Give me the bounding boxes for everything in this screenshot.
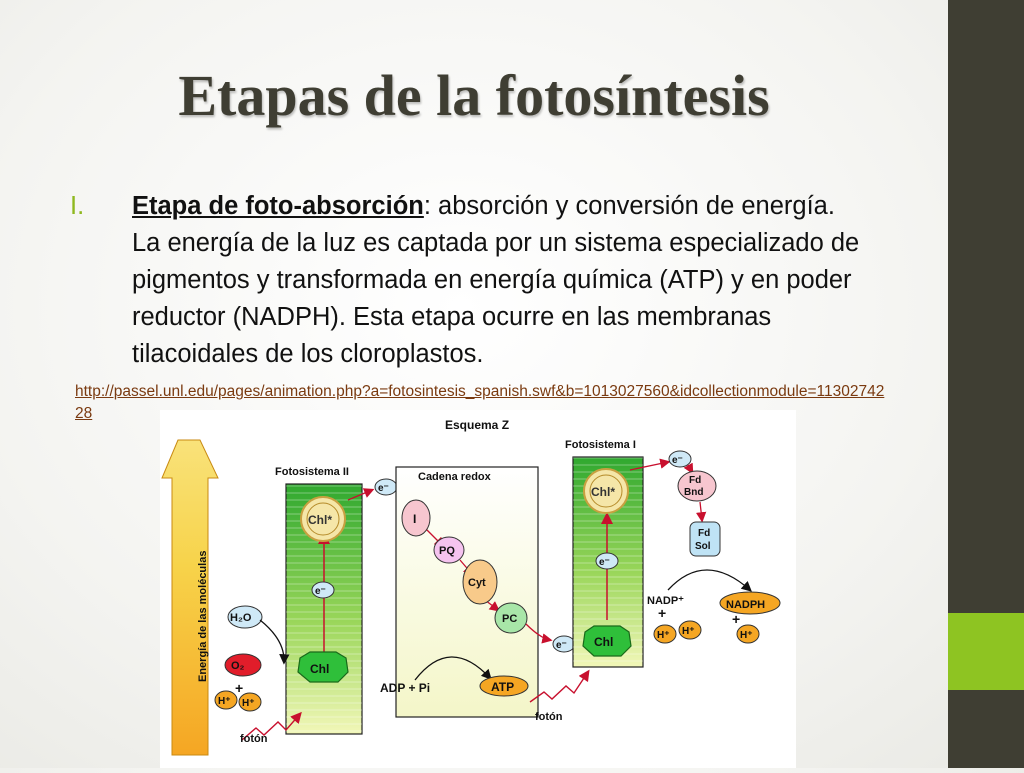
- plus-sign-right: +: [658, 605, 666, 621]
- plus-sign-nadph: +: [732, 611, 740, 627]
- ps1-chl: Chl: [582, 625, 632, 657]
- photosystem-ii: [285, 483, 363, 735]
- svg-text:ATP: ATP: [491, 680, 514, 694]
- z-scheme-svg: Esquema Z Energía de las moléculas Fotos…: [161, 418, 781, 756]
- reference-link[interactable]: http://passel.unl.edu/pages/animation.ph…: [75, 383, 885, 422]
- slide-title: Etapas de la fotosíntesis: [178, 63, 770, 128]
- sidebar-accent: [948, 613, 1024, 690]
- ps1-label: Fotosistema I: [565, 439, 636, 451]
- electron-ps1-out: e⁻: [668, 450, 692, 468]
- svg-text:e⁻: e⁻: [378, 483, 389, 494]
- h2o-badge: H₂O: [227, 605, 263, 629]
- photon-label-ps2: fotón: [240, 733, 268, 745]
- svg-text:e⁻: e⁻: [556, 640, 567, 651]
- bullet-item: I. Etapa de foto-absorción: absorción y …: [70, 188, 860, 373]
- svg-text:Bnd: Bnd: [684, 487, 703, 498]
- h-plus-nadph: H⁺: [736, 624, 760, 644]
- bullet-body: Etapa de foto-absorción: absorción y con…: [132, 188, 860, 373]
- svg-text:H⁺: H⁺: [740, 630, 753, 641]
- svg-text:Chl: Chl: [594, 635, 613, 649]
- electron-ps2-out: e⁻: [374, 478, 398, 496]
- svg-text:e⁻: e⁻: [672, 455, 683, 466]
- bullet-text: : absorción y conversión de energía. La …: [132, 192, 860, 368]
- svg-text:Sol: Sol: [695, 541, 711, 552]
- svg-text:e⁻: e⁻: [315, 586, 326, 597]
- svg-text:Fd: Fd: [698, 528, 710, 539]
- carrier-pc: PC: [494, 602, 528, 634]
- ps1-electron: e⁻: [595, 552, 619, 570]
- svg-text:NADPH: NADPH: [726, 599, 765, 611]
- electron-to-ps1: e⁻: [552, 635, 576, 653]
- h-plus-right: H⁺ H⁺: [653, 620, 702, 644]
- svg-text:H⁺: H⁺: [657, 630, 670, 641]
- carrier-pq: PQ: [433, 536, 465, 564]
- diagram-title: Esquema Z: [445, 418, 509, 432]
- energy-axis-label: Energía de las moléculas: [197, 551, 209, 682]
- nadp-label: NADP⁺: [647, 595, 684, 607]
- ps2-electron: e⁻: [311, 581, 335, 599]
- ps2-chl: Chl: [297, 651, 349, 683]
- redox-label: Cadena redox: [418, 471, 492, 483]
- sidebar-band: [948, 0, 1024, 768]
- adp-pi-label: ADP + Pi: [380, 681, 430, 695]
- ps1-chl-star: Chl*: [583, 468, 629, 514]
- energy-arrow: Energía de las moléculas: [161, 439, 219, 756]
- h-plus-left: H⁺ H⁺: [214, 690, 262, 712]
- svg-text:H⁺: H⁺: [682, 626, 695, 637]
- o2-badge: O₂: [224, 653, 262, 677]
- svg-text:Cyt: Cyt: [468, 577, 486, 589]
- ps2-label: Fotosistema II: [275, 466, 349, 478]
- svg-text:H⁺: H⁺: [218, 696, 231, 707]
- svg-text:H₂O: H₂O: [230, 612, 252, 624]
- carrier-cyt: Cyt: [462, 559, 498, 605]
- svg-text:PC: PC: [502, 613, 517, 625]
- fd-bnd-badge: Fd Bnd: [677, 470, 717, 502]
- bullet-number: I.: [70, 192, 85, 220]
- svg-text:H⁺: H⁺: [242, 698, 255, 709]
- svg-text:Chl*: Chl*: [308, 513, 332, 527]
- svg-text:O₂: O₂: [231, 660, 245, 672]
- fd-sol-badge: Fd Sol: [689, 521, 721, 557]
- bullet-term: Etapa de foto-absorción: [132, 192, 424, 220]
- z-scheme-diagram: Esquema Z Energía de las moléculas Fotos…: [160, 410, 796, 768]
- svg-text:Chl: Chl: [310, 662, 329, 676]
- plus-sign-left: +: [235, 680, 243, 696]
- photon-label-ps1: fotón: [535, 711, 563, 723]
- carrier-i: I: [401, 499, 431, 537]
- svg-text:Chl*: Chl*: [591, 485, 615, 499]
- svg-text:I: I: [413, 512, 416, 526]
- svg-text:Fd: Fd: [689, 475, 701, 486]
- atp-badge: ATP: [479, 675, 529, 697]
- svg-text:e⁻: e⁻: [599, 557, 610, 568]
- nadph-badge: NADPH: [719, 591, 781, 615]
- svg-text:PQ: PQ: [439, 545, 455, 557]
- ps2-chl-star: Chl*: [300, 496, 346, 542]
